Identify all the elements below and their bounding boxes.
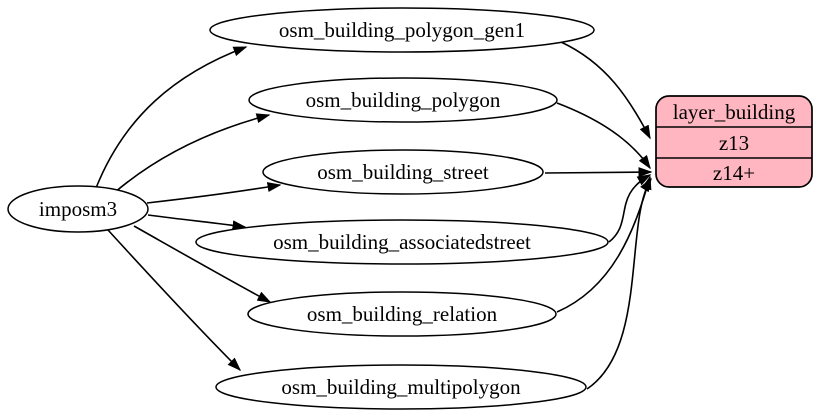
node-osm-building-associatedstreet-label: osm_building_associatedstreet [273, 230, 531, 254]
node-osm-building-relation-label: osm_building_relation [307, 302, 498, 326]
layer-building-row-z14: z14+ [713, 161, 755, 185]
layer-building-title: layer_building [673, 100, 796, 124]
node-layer-building: layer_building z13 z14+ [655, 95, 813, 188]
layer-building-box [655, 95, 813, 188]
node-osm-building-street: osm_building_street [262, 149, 544, 195]
node-osm-building-relation: osm_building_relation [247, 291, 557, 337]
node-imposm3: imposm3 [7, 185, 149, 233]
layer-building-row-z13: z13 [719, 131, 749, 155]
node-osm-building-polygon: osm_building_polygon [248, 77, 558, 123]
edge-polygon-gen1-to-z13 [560, 41, 651, 140]
edge-imposm3-to-associatedstreet [147, 214, 247, 231]
node-osm-building-polygon-gen1: osm_building_polygon_gen1 [209, 7, 595, 53]
node-imposm3-label: imposm3 [39, 197, 117, 221]
edge-imposm3-to-relation [133, 225, 272, 303]
node-osm-building-polygon-gen1-label: osm_building_polygon_gen1 [279, 18, 525, 42]
node-osm-building-street-label: osm_building_street [317, 160, 489, 184]
edge-imposm3-to-polygon [113, 113, 271, 194]
edge-imposm3-to-polygon-gen1 [95, 46, 248, 189]
node-osm-building-multipolygon: osm_building_multipolygon [215, 364, 587, 410]
edge-polygon-to-z14 [556, 102, 651, 170]
node-osm-building-polygon-label: osm_building_polygon [306, 88, 501, 112]
node-osm-building-associatedstreet: osm_building_associatedstreet [195, 219, 609, 265]
node-osm-building-multipolygon-label: osm_building_multipolygon [281, 375, 521, 399]
edge-imposm3-to-street [146, 182, 282, 204]
edge-imposm3-to-multipolygon [107, 229, 242, 372]
edge-street-to-z14 [544, 167, 653, 178]
edge-associatedstreet-to-z14 [608, 174, 652, 243]
edge-multipolygon-to-z14 [586, 177, 652, 390]
